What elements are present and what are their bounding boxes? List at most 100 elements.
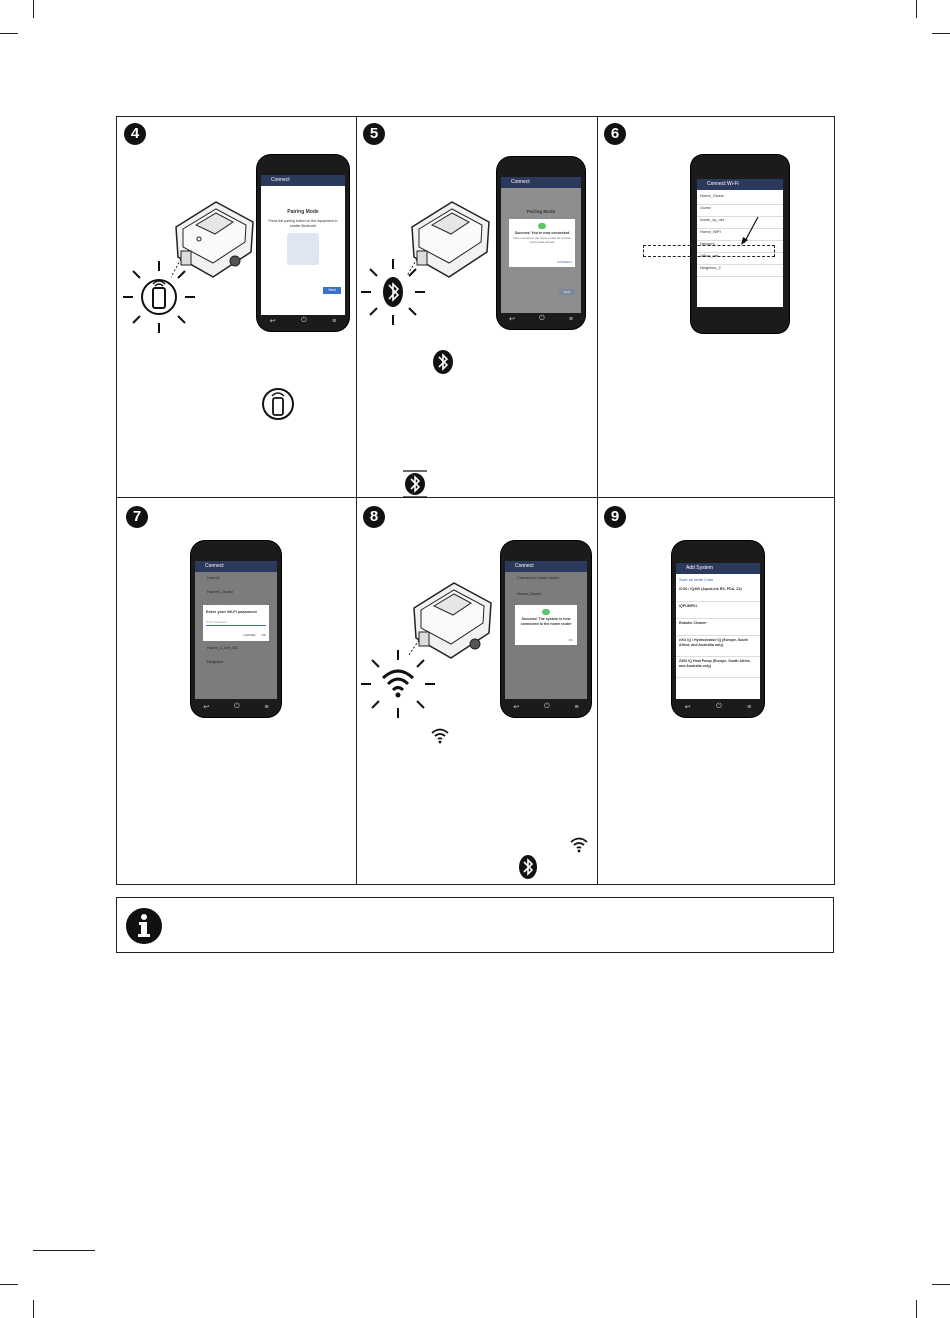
- wifi-network-item[interactable]: Guest: [697, 205, 783, 217]
- crop-mark: [916, 0, 917, 18]
- step-number: 6: [604, 123, 626, 145]
- phone-wifi-icon: [123, 261, 195, 333]
- wifi-network-item[interactable]: Home1_Guest: [207, 589, 233, 594]
- selected-network-highlight: [643, 245, 775, 257]
- bluetooth-icon: [403, 470, 427, 498]
- steps-grid: 4 Connect Pairing Mode: [116, 116, 835, 885]
- phone-screen: Connect Connect to home router Home_Gues…: [505, 561, 587, 699]
- home-icon[interactable]: ⏻: [234, 703, 240, 710]
- next-button[interactable]: Next: [323, 287, 341, 294]
- step-number: 5: [363, 123, 385, 145]
- wifi-network-list: Home_Guest Guest home_xy_net Home_WiFi N…: [697, 193, 783, 277]
- phone-mockup: Connect Pairing Mode Success! You're now…: [497, 157, 585, 329]
- menu-icon[interactable]: ≡: [747, 703, 752, 711]
- check-icon: [538, 223, 546, 229]
- phone-nav-bar: ↩ ⏻ ≡: [501, 700, 591, 714]
- bluetooth-icon: [361, 259, 425, 325]
- phone-screen: Connect Home1 Home1_Guest Home_net Net_5…: [195, 561, 277, 699]
- step-number: 9: [604, 506, 626, 528]
- connect-button[interactable]: CONNECT: [557, 260, 572, 264]
- back-icon[interactable]: ↩: [509, 316, 515, 323]
- phone-mockup: Connect Pairing Mode Press the pairing b…: [257, 155, 349, 331]
- dialog-title: Enter your Wi-Fi password: [206, 609, 257, 614]
- back-icon[interactable]: ↩: [269, 318, 276, 325]
- ok-button[interactable]: OK: [568, 638, 573, 642]
- wifi-network-item[interactable]: Network: [697, 241, 783, 253]
- menu-icon[interactable]: ≡: [332, 317, 337, 325]
- system-list-item[interactable]: Robotic Cleaner: [676, 619, 760, 636]
- crop-mark: [0, 1284, 18, 1285]
- phone-screen: Connect Pairing Mode Success! You're now…: [501, 177, 581, 313]
- wifi-network-item[interactable]: Home_Guest: [517, 591, 541, 596]
- menu-icon[interactable]: ≡: [574, 703, 579, 711]
- phone-nav-bar: ↩ ⏻ ≡: [672, 700, 764, 714]
- step-8-cell: 8 Connect Connect to: [357, 498, 597, 886]
- footer-rule: [33, 1250, 95, 1251]
- phone-nav-bar: ↩ ⏻ ≡: [497, 312, 585, 326]
- password-input[interactable]: Wi-Fi Password: [206, 619, 266, 626]
- wifi-network-item[interactable]: Home_2_Ext_5G: [207, 645, 238, 650]
- crop-mark: [33, 1300, 34, 1318]
- step-4-cell: 4 Connect Pairing Mode: [117, 117, 356, 497]
- menu-icon[interactable]: ≡: [264, 703, 269, 711]
- step-6-cell: 6 Connect Wi-Fi Home_Guest Guest home_xy…: [598, 117, 836, 497]
- grid-divider: [597, 117, 598, 884]
- system-list: iCO0 / iQ400 (AquaLink RS, PDA, Z4) iQPU…: [676, 585, 760, 678]
- screen-heading: Pairing Mode: [287, 209, 319, 215]
- phone-screen: Connect Pairing Mode Press the pairing b…: [261, 175, 345, 315]
- app-header: Add System: [676, 563, 760, 574]
- ok-button[interactable]: OK: [261, 633, 266, 637]
- back-icon[interactable]: ↩: [684, 704, 691, 711]
- robot-cleaner-illustration: [407, 201, 490, 278]
- home-icon[interactable]: ⏻: [301, 317, 307, 324]
- scan-invite-code-link[interactable]: Scan an Invite Code: [679, 578, 714, 582]
- wifi-network-item[interactable]: Home_WiFi: [697, 229, 783, 241]
- robot-cleaner-illustration: [409, 582, 492, 659]
- check-icon: [542, 609, 550, 615]
- menu-icon[interactable]: ≡: [568, 315, 573, 323]
- back-icon[interactable]: ↩: [513, 704, 520, 711]
- app-header: Connect: [505, 561, 587, 572]
- wifi-network-item[interactable]: home_xy_net: [697, 217, 783, 229]
- step-9-cell: 9 Add System Scan an Invite Code iCO0 / …: [598, 498, 836, 886]
- system-list-item[interactable]: iCO0 / iQ400 (AquaLink RS, PDA, Z4): [676, 585, 760, 602]
- cancel-button[interactable]: CANCEL: [243, 633, 256, 637]
- grid-divider: [356, 117, 357, 884]
- app-header: Connect: [261, 175, 345, 186]
- crop-mark: [932, 33, 950, 34]
- phone-mockup: Connect Home1 Home1_Guest Home_net Net_5…: [191, 541, 281, 717]
- next-button[interactable]: Next: [559, 289, 575, 295]
- phone-nav-bar: ↩ ⏻ ≡: [191, 700, 281, 714]
- home-icon[interactable]: ⏻: [539, 315, 545, 322]
- system-list-item[interactable]: eXO iQ / Hydroxinator iQ (Europe, South …: [676, 636, 760, 657]
- app-header: Connect: [195, 561, 277, 572]
- success-dialog: Success! The system is now connected to …: [515, 605, 577, 645]
- crop-mark: [916, 1300, 917, 1318]
- back-icon[interactable]: ↩: [203, 704, 210, 711]
- wifi-icon: [431, 728, 449, 744]
- wifi-network-item[interactable]: Office_net: [697, 253, 783, 265]
- wifi-network-item[interactable]: Connect to home router: [517, 575, 560, 580]
- wifi-network-item[interactable]: Neighbor_2: [697, 265, 783, 277]
- wifi-network-item[interactable]: Home_Guest: [697, 193, 783, 205]
- phone-screen: Connect Wi-Fi Home_Guest Guest home_xy_n…: [697, 179, 783, 307]
- wifi-icon: [361, 650, 435, 718]
- home-icon[interactable]: ⏻: [544, 703, 550, 710]
- dialog-title: Success! You're now connected: [514, 231, 570, 235]
- wifi-network-item[interactable]: Home1: [207, 575, 220, 580]
- crop-mark: [0, 33, 18, 34]
- home-icon[interactable]: ⏻: [716, 703, 722, 710]
- system-list-item[interactable]: iQPUMP01: [676, 602, 760, 619]
- app-header: Connect: [501, 177, 581, 188]
- pointer-arrow-icon: [741, 216, 759, 245]
- step-number: 8: [363, 506, 385, 528]
- phone-wifi-icon: [262, 388, 294, 420]
- password-dialog: Enter your Wi-Fi password Wi-Fi Password…: [203, 605, 269, 641]
- system-list-item[interactable]: Z400 iQ Heat Pump (Europe, South Africa,…: [676, 657, 760, 678]
- app-header: Connect Wi-Fi: [697, 179, 783, 190]
- step-number: 7: [126, 506, 148, 528]
- success-dialog: Success! You're now connected Now connec…: [509, 219, 575, 267]
- phone-nav-bar: ↩ ⏻ ≡: [257, 314, 349, 328]
- wifi-network-item[interactable]: Neighbor: [207, 659, 224, 664]
- grid-divider: [117, 497, 834, 498]
